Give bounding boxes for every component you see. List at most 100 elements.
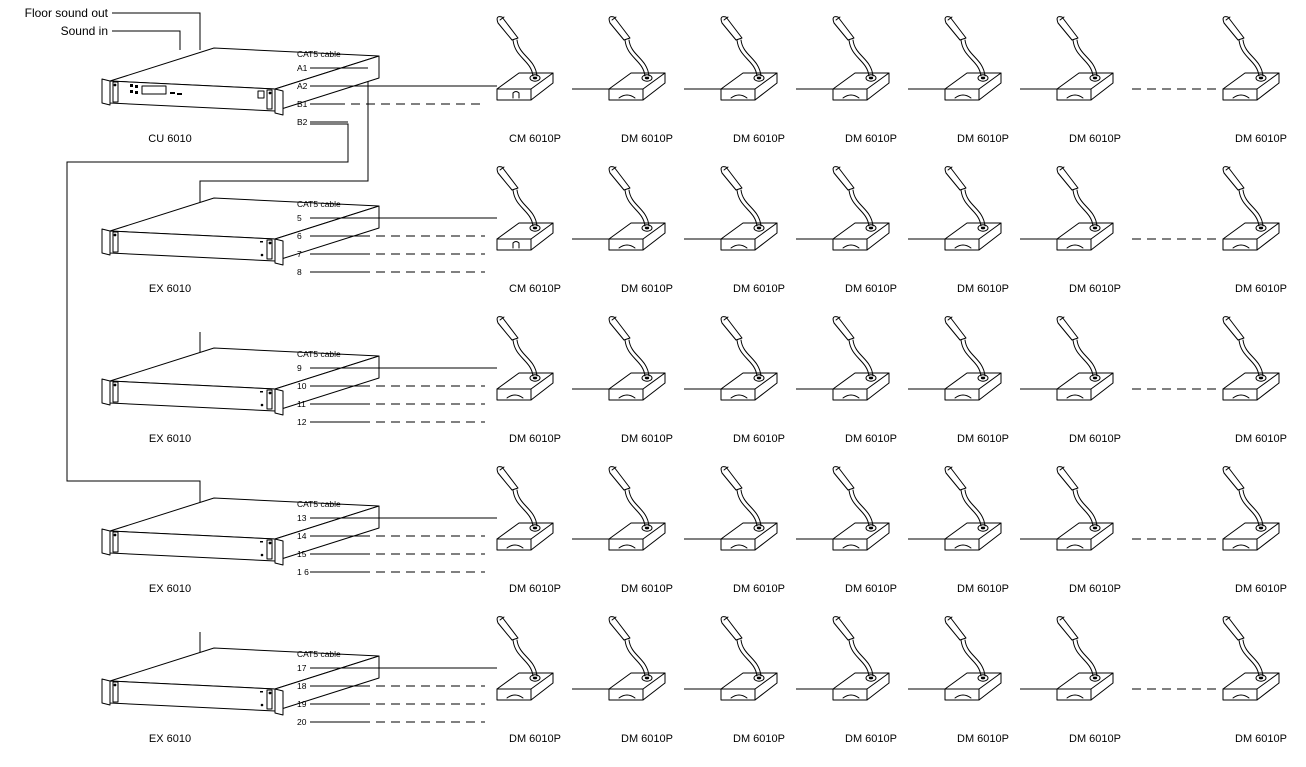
mic-model-label: DM 6010P [733,583,785,595]
mic-head [608,316,631,341]
delegate-microphone [832,616,890,701]
rack-ear-right [274,88,284,116]
mic-head [832,316,855,341]
mic-head [1222,466,1245,491]
mic-model-label: DM 6010P [1235,283,1287,295]
gooseneck [1238,339,1260,377]
mic-model-label: DM 6010P [957,733,1009,745]
unit-label: EX 6010 [149,733,191,745]
speak-button [618,544,636,549]
gooseneck [960,639,982,677]
speak-button [954,544,972,549]
mic-model-label: DM 6010P [1235,733,1287,745]
gooseneck [960,489,982,527]
mic-model-label: DM 6010P [733,133,785,145]
speak-button [1232,694,1250,699]
base-body [608,372,666,401]
base-body [608,222,666,251]
chairman-microphone [496,16,554,101]
unit-label: EX 6010 [149,583,191,595]
delegate-microphone [1222,166,1280,251]
mic-head [720,316,743,341]
mic-model-label: DM 6010P [733,283,785,295]
port-label: 7 [297,249,302,259]
gooseneck [512,639,534,677]
base-body [832,72,890,101]
delegate-microphone [944,316,1002,401]
power-switch [257,90,265,99]
base-body [720,222,778,251]
mic-model-label: DM 6010P [957,283,1009,295]
delegate-microphone [496,316,554,401]
status-led [260,241,263,243]
unit-label: EX 6010 [149,433,191,445]
mic-model-label: DM 6010P [509,733,561,745]
delegate-microphone [832,316,890,401]
mic-head [1056,466,1079,491]
gooseneck [624,339,646,377]
gooseneck [1072,639,1094,677]
rack-ear-right [274,388,284,416]
rack-ear-left [101,78,111,106]
delegate-microphone [1222,316,1280,401]
mic-head [1222,16,1245,41]
mic-head [1222,316,1245,341]
speak-button [842,94,860,99]
speak-button [954,694,972,699]
mic-model-label: DM 6010P [1235,583,1287,595]
port-label: 11 [297,399,306,409]
delegate-microphone [496,466,554,551]
base-body [1222,72,1280,101]
speak-button [1066,94,1084,99]
mic-head [1056,166,1079,191]
gooseneck [736,339,758,377]
extension-unit-rack [101,347,380,416]
speak-button [506,694,524,699]
port-label: 20 [297,717,307,727]
base-body [944,672,1002,701]
mic-head [608,466,631,491]
power-indicator [260,403,264,407]
delegate-microphone [1222,616,1280,701]
port-label: 14 [297,531,307,541]
delegate-microphone [944,16,1002,101]
mic-head [720,166,743,191]
base-body [1056,372,1114,401]
port-label: 15 [297,549,307,559]
gooseneck [1238,39,1260,77]
mic-head [832,616,855,641]
delegate-microphone [720,616,778,701]
gooseneck [848,339,870,377]
base-body [608,522,666,551]
rack-handle-right [266,689,273,710]
delegate-microphone [1222,16,1280,101]
speak-button [1232,394,1250,399]
delegate-microphone [944,166,1002,251]
mic-head [944,166,967,191]
cable-label: CAT5 cable [297,199,341,209]
delegate-microphone [944,616,1002,701]
mic-model-label: DM 6010P [845,733,897,745]
mic-model-label: DM 6010P [1235,433,1287,445]
speak-button [730,244,748,249]
power-indicator [260,703,264,707]
mic-head [1056,16,1079,41]
unit-label: EX 6010 [149,283,191,295]
base-body [944,222,1002,251]
cable-label: CAT5 cable [297,49,341,59]
mic-model-label: DM 6010P [957,433,1009,445]
speak-button [618,94,636,99]
mic-model-label: DM 6010P [957,133,1009,145]
base-body [944,72,1002,101]
floor-sound-out-label: Floor sound out [25,6,109,20]
link-b2-to-ex3 [66,123,349,518]
speak-button [1232,244,1250,249]
floor-sound-out-wire [112,12,201,50]
port-label: B1 [297,99,308,109]
port-label: 5 [297,213,302,223]
mic-head [496,316,519,341]
mic-model-label: DM 6010P [621,583,673,595]
rack-ear-right [274,238,284,266]
